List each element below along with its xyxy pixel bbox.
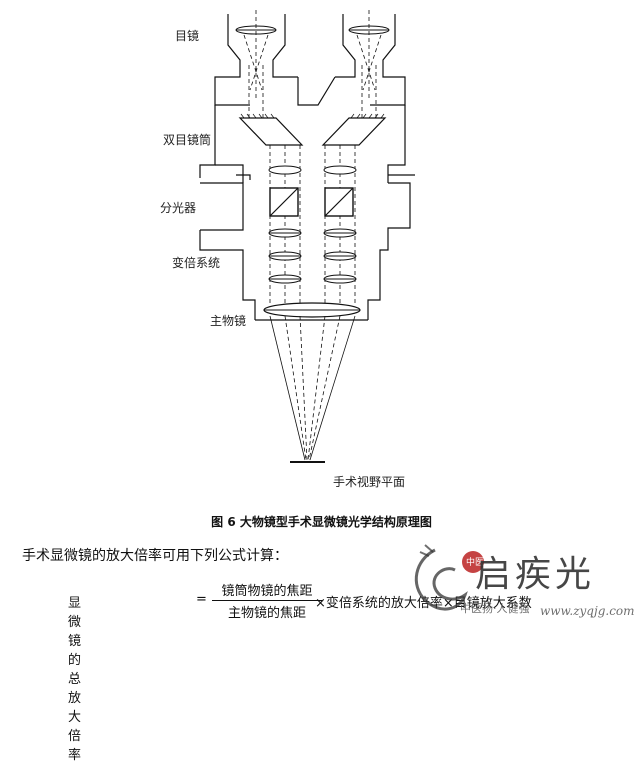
watermark-logo: [414, 544, 484, 611]
watermark-url: www.zyqjg.com: [540, 604, 635, 618]
formula-equals: =: [196, 592, 207, 607]
right-prism: [321, 117, 387, 146]
formula-lhs: 显微镜的总放大倍率: [68, 596, 82, 763]
formula-intro: 手术显微镜的放大倍率可用下列公式计算：: [22, 548, 288, 564]
formula-denominator: 主物镜的焦距: [227, 606, 306, 621]
body-outline: [199, 105, 216, 178]
formula-numerator: 镜筒物镜的焦距: [212, 580, 322, 601]
formula-fraction: 镜筒物镜的焦距 主物镜的焦距: [212, 580, 322, 621]
label-surgical-field: 手术视野平面: [333, 475, 406, 489]
figure-caption: 图 6 大物镜型手术显微镜光学结构原理图: [211, 515, 432, 529]
optical-diagram: [199, 10, 415, 463]
right-eyepiece-tube: [335, 14, 356, 78]
label-eyepiece: 目镜: [175, 29, 200, 43]
left-eyepiece-tube: [214, 14, 250, 106]
watermark-slogan: 中医扬·人健强: [460, 602, 530, 615]
label-zoom-system: 变倍系统: [172, 256, 221, 270]
watermark-title: 启疾光: [475, 554, 596, 595]
watermark-seal: 中医: [466, 558, 485, 568]
left-prism: [238, 117, 304, 146]
label-binocular-tube: 双目镜筒: [163, 133, 212, 147]
formula-rest: ×变倍系统的放大倍率×目镜放大系数: [315, 596, 532, 611]
label-objective: 主物镜: [210, 314, 247, 328]
label-beam-splitter: 分光器: [160, 201, 197, 215]
